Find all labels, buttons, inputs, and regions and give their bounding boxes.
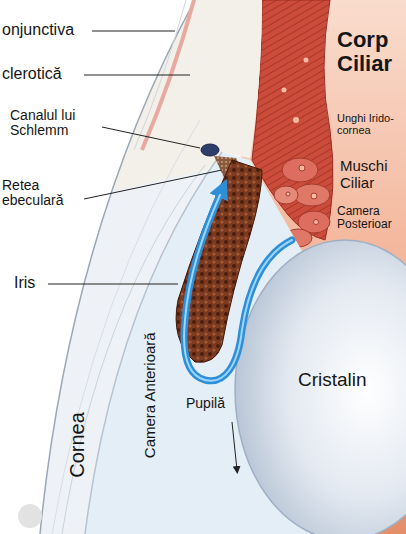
- leader-line: [48, 284, 178, 285]
- part-label: Corp Ciliar: [337, 28, 403, 76]
- pupil-arrow: [232, 422, 237, 470]
- leader-line: [92, 31, 175, 32]
- part-label: Iris: [14, 274, 35, 292]
- watermark-icon: [18, 504, 42, 528]
- part-label: Unghi Irido-cornea: [337, 112, 403, 136]
- part-label: clerotică: [2, 65, 62, 83]
- leader-line: [102, 127, 200, 148]
- part-label: Retea ebeculară: [2, 178, 82, 209]
- leader-line: [84, 170, 222, 199]
- part-label: Cristalin: [298, 370, 367, 391]
- part-label: Camera Anterioară: [142, 332, 159, 458]
- flow-arrow-highlight: [184, 195, 292, 381]
- part-label: Camera Posterioar: [337, 205, 403, 231]
- leader-line: [84, 75, 190, 76]
- part-label: Canalul lui Schlemm: [10, 108, 98, 139]
- leader-lines: [48, 31, 222, 284]
- part-label: onjunctiva: [2, 21, 74, 39]
- lens: [235, 240, 406, 534]
- part-label: Muschi Ciliar: [340, 158, 400, 191]
- schlemm-canal: [201, 144, 219, 156]
- part-label: Cornea: [66, 412, 88, 478]
- part-label: Pupilă: [186, 396, 225, 411]
- flow-arrow: [184, 190, 292, 381]
- cornea-surface: [40, 0, 195, 534]
